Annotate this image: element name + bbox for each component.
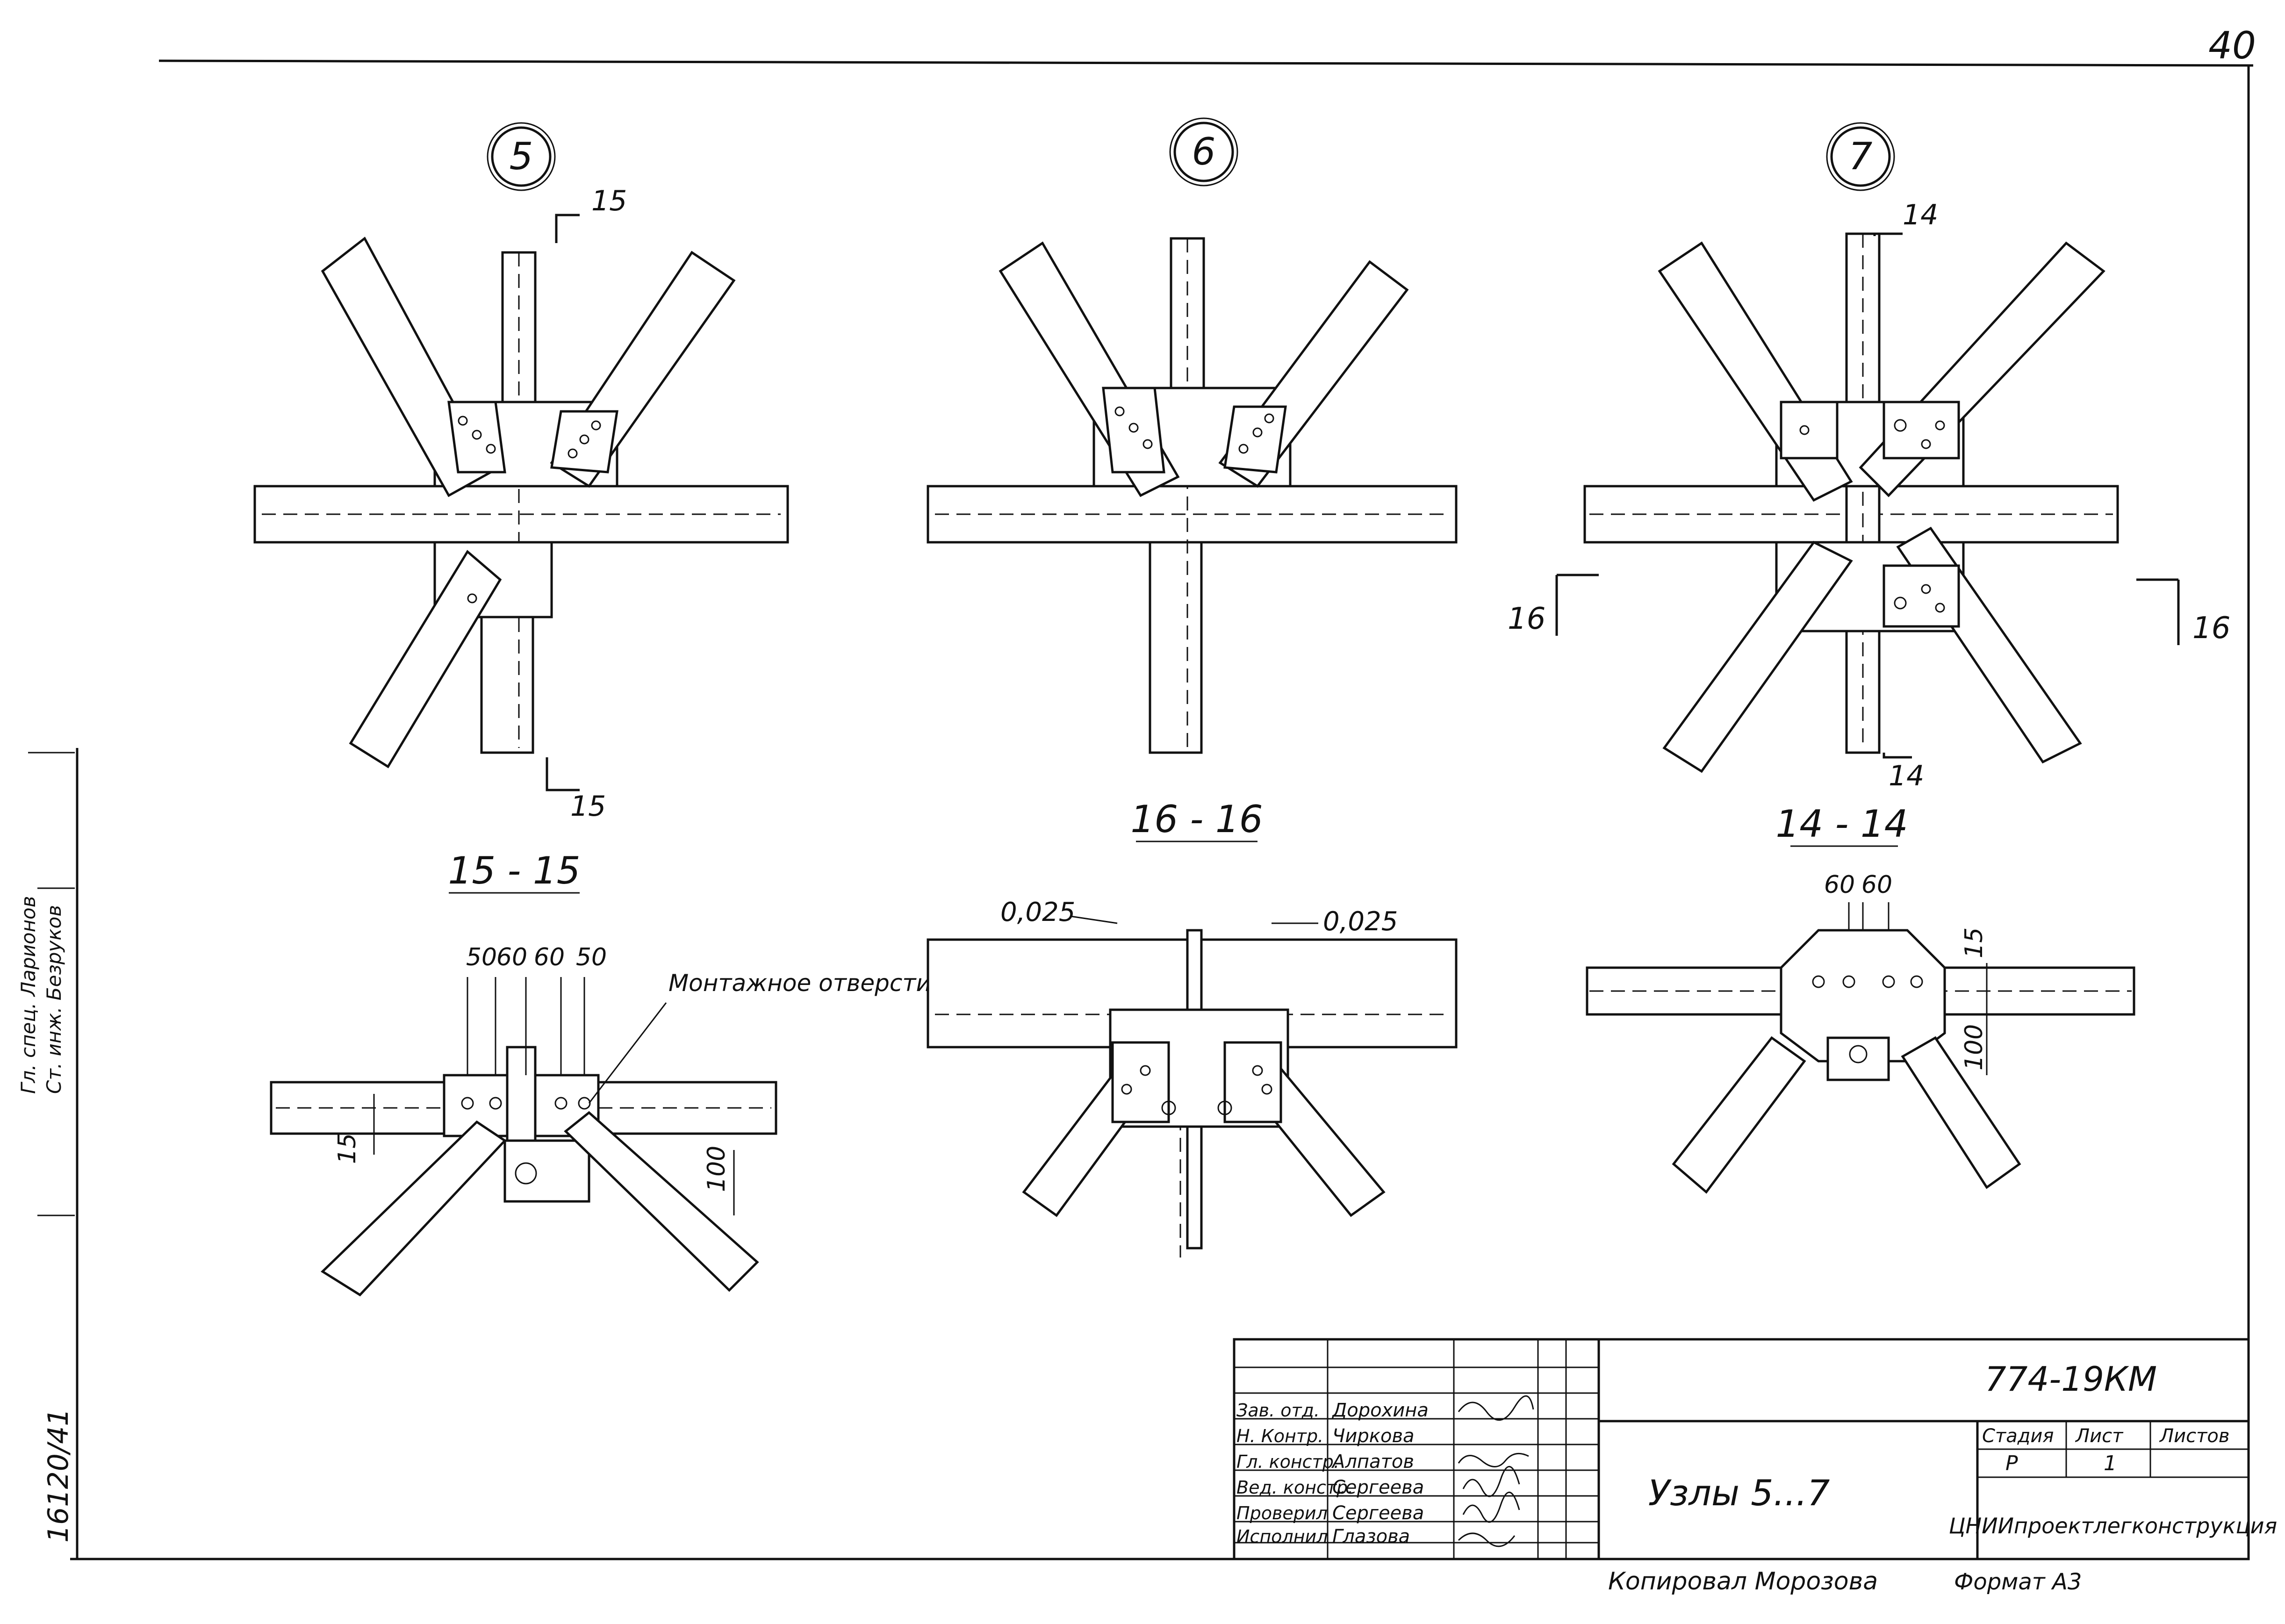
node-7-section-top: 14	[1903, 199, 1938, 231]
sheet-number: 40	[2208, 24, 2256, 67]
node-6-drawing: 6	[927, 117, 1458, 754]
section-14-title: 14 - 14	[1775, 802, 1908, 846]
role-1: Зав. отд.	[1236, 1400, 1320, 1421]
section-15-dim-2: 60	[496, 943, 527, 971]
section-14-dim-2: 60	[1861, 871, 1892, 899]
role-2: Н. Контр.	[1236, 1426, 1323, 1446]
doc-code: 774-19КМ	[1985, 1359, 2157, 1399]
format: Формат А3	[1954, 1569, 2082, 1595]
margin-inv: 16120/41	[42, 1408, 75, 1543]
role-3: Гл. констр.	[1236, 1452, 1339, 1472]
node-7-section-bottom: 14	[1889, 760, 1924, 792]
node-7-marker	[1830, 126, 1891, 187]
organization: ЦНИИпроектлегконструкция	[1949, 1513, 2277, 1538]
signatures	[1458, 1395, 1534, 1547]
name-6: Глазова	[1332, 1526, 1410, 1547]
node-7-side-marker-left: 16	[1508, 602, 1545, 636]
sheet-frame	[28, 59, 2254, 1560]
section-15-15: 15 - 15 50 60 60 50 Монтажное отверстие …	[270, 849, 946, 1297]
node-7-side-marker-right: 16	[2192, 611, 2230, 646]
section-15-dim-1: 50	[466, 943, 497, 971]
section-15-title: 15 - 15	[448, 849, 580, 892]
section-16-16: 16 - 16 0,025 0,025	[927, 798, 1458, 1258]
section-15-dim-4: 50	[576, 943, 607, 971]
role-4: Вед. констр.	[1236, 1477, 1353, 1498]
section-15-dim-left: 15	[333, 1133, 361, 1164]
name-4: Сергеева	[1332, 1477, 1424, 1498]
section-14-dim-right: 100	[1960, 1024, 1988, 1071]
node-5-label: 5	[510, 135, 533, 178]
margin-line-2: Гл. спец. Ларионов	[17, 896, 40, 1094]
title-block: 774-19КМ Узлы 5...7 Стадия Лист Листов Р…	[1233, 1338, 2277, 1560]
node-5-drawing: 5 15 15	[253, 122, 789, 823]
name-3: Алпатов	[1331, 1451, 1414, 1473]
sheet-header: Лист	[2075, 1425, 2124, 1447]
name-1: Дорохина	[1331, 1400, 1429, 1421]
name-2: Чиркова	[1332, 1425, 1415, 1447]
section-14-dim-1: 60	[1824, 871, 1855, 899]
section-15-dim-right: 100	[703, 1146, 731, 1192]
drawing-title: Узлы 5...7	[1648, 1472, 1830, 1514]
section-14-14: 14 - 14 60 60 15 100	[1586, 802, 2135, 1194]
stage-header: Стадия	[1982, 1425, 2054, 1447]
section-14-dim-top: 15	[1960, 927, 1988, 958]
node-6-marker	[1173, 122, 1234, 182]
section-16-title: 16 - 16	[1130, 798, 1263, 841]
node-7-label: 7	[1849, 135, 1873, 178]
node-5-section-top: 15	[591, 185, 627, 217]
role-5: Проверил	[1236, 1503, 1328, 1523]
node-7-drawing: 7 14 14 16 16	[1508, 122, 2230, 792]
sheet-value: 1	[2104, 1452, 2117, 1475]
section-16-slope-right: 0,025	[1323, 906, 1398, 937]
sheets-header: Листов	[2159, 1425, 2229, 1447]
section-15-dim-3: 60	[534, 943, 565, 971]
node-5-section-bottom: 15	[570, 790, 606, 823]
role-6: Исполнил	[1236, 1526, 1328, 1547]
section-16-slope-left: 0,025	[1000, 897, 1075, 927]
stage-value: Р	[2005, 1452, 2018, 1475]
margin-stamp: 16120/41 Ст. инж. Безруков Гл. спец. Лар…	[17, 896, 75, 1543]
section-15-note: Монтажное отверстие	[668, 970, 946, 997]
copied-by: Копировал Морозова	[1608, 1567, 1878, 1595]
name-5: Сергеева	[1332, 1502, 1424, 1524]
node-6-label: 6	[1192, 130, 1216, 173]
node-5-marker	[491, 126, 552, 187]
margin-line-1: Ст. инж. Безруков	[43, 905, 65, 1094]
